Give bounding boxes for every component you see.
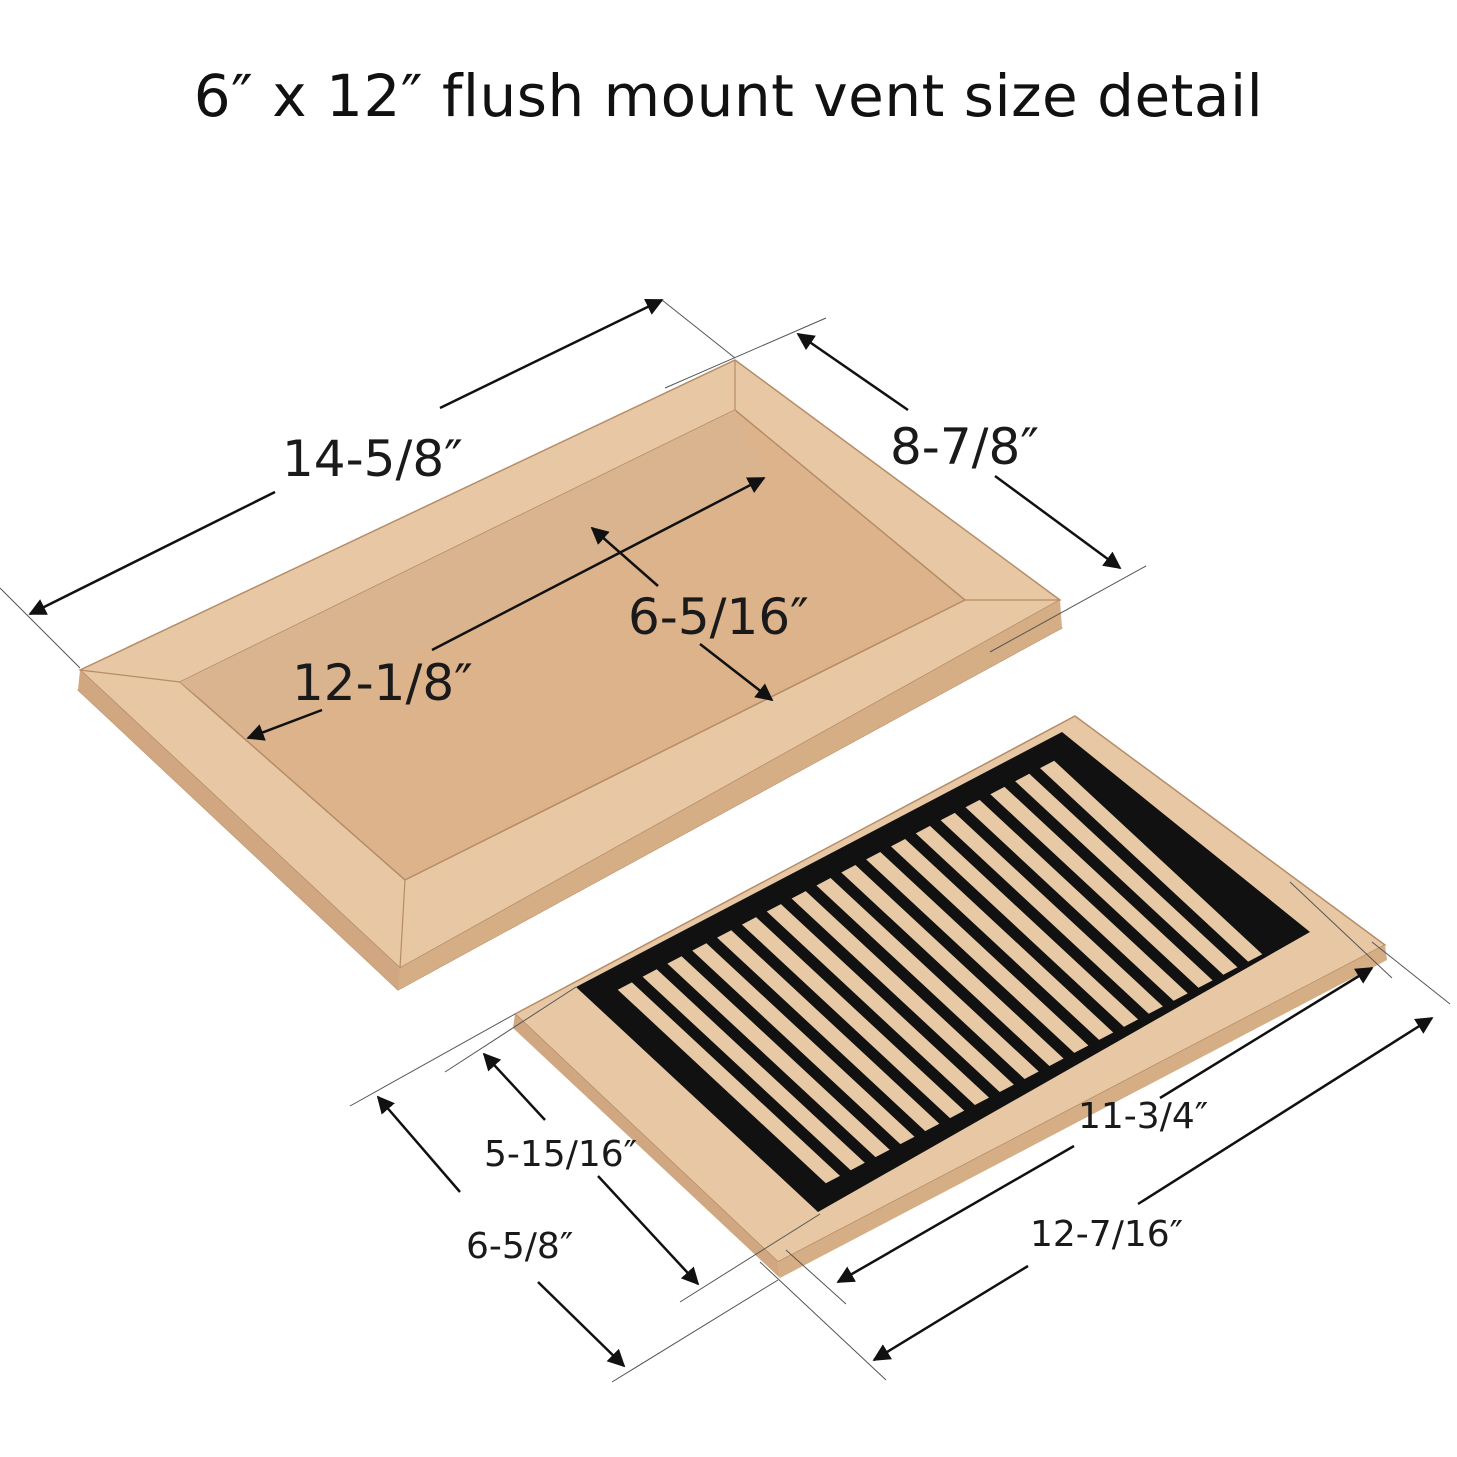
vent-slot xyxy=(816,878,1039,1079)
dimension-label-vent-top-width: 5-15/16″ xyxy=(484,1134,638,1175)
dimension-line-frame-inner-width xyxy=(699,643,774,702)
dimension-label-frame-inner-width: 6-5/16″ xyxy=(628,588,809,646)
extension-line xyxy=(349,1013,516,1107)
extension-line xyxy=(0,587,81,669)
frame-right-edge xyxy=(398,600,1062,990)
dimension-line-vent-bottom-length xyxy=(1137,1016,1434,1206)
dimension-line-frame-inner-width xyxy=(590,526,659,587)
dimension-line-vent-top-length xyxy=(836,1144,1075,1284)
dimension-line-frame-outer-width xyxy=(994,474,1122,570)
vent-slot xyxy=(890,838,1114,1040)
vent-slot xyxy=(617,982,840,1184)
dimension-label-vent-bottom-width: 6-5/8″ xyxy=(466,1226,574,1267)
dimension-line-vent-bottom-length xyxy=(872,1264,1029,1362)
dimension-line-frame-inner-length xyxy=(246,708,323,741)
dimension-line-vent-bottom-width xyxy=(537,1281,626,1368)
vent-slot xyxy=(990,786,1213,988)
dimension-label-frame-inner-length: 12-1/8″ xyxy=(292,654,473,712)
vent-slot xyxy=(717,930,940,1132)
vent-slot xyxy=(965,799,1188,1001)
extension-line xyxy=(664,317,827,389)
extension-line xyxy=(785,1249,847,1305)
dimension-label-frame-outer-width: 8-7/8″ xyxy=(890,418,1039,476)
vent-base-front-edge xyxy=(513,1014,780,1278)
dimension-label-vent-top-length: 11-3/4″ xyxy=(1078,1096,1209,1137)
extension-line xyxy=(661,299,736,359)
vent-slot xyxy=(791,891,1014,1093)
vent-slot xyxy=(1040,760,1263,962)
extension-line xyxy=(679,1213,821,1303)
frame-miter-line xyxy=(399,879,406,969)
vent-grille-plate xyxy=(576,732,1310,1212)
vent-slot xyxy=(667,956,890,1158)
extension-line xyxy=(759,1261,887,1381)
frame-front-edge xyxy=(78,670,400,990)
vent-slot xyxy=(841,865,1064,1066)
dimension-line-frame-outer-width xyxy=(796,332,909,412)
dimension-line-frame-inner-length xyxy=(431,476,766,652)
vent-slot xyxy=(1015,773,1238,975)
vent-slot xyxy=(692,943,915,1145)
vent-slot xyxy=(642,969,865,1171)
frame-inner-bevel xyxy=(180,410,765,740)
vent-base-right-edge xyxy=(778,945,1387,1278)
dimension-line-vent-top-width xyxy=(597,1175,700,1286)
frame-miter-line xyxy=(79,669,181,683)
dimension-label-vent-bottom-length: 12-7/16″ xyxy=(1030,1214,1184,1255)
dimension-label-frame-outer-length: 14-5/8″ xyxy=(282,430,463,488)
dimension-line-frame-outer-length xyxy=(439,298,664,410)
page-title: 6″ x 12″ flush mount vent size detail xyxy=(193,62,1264,130)
extension-line xyxy=(444,986,577,1073)
extension-line xyxy=(989,565,1147,653)
vent-slot xyxy=(741,917,965,1119)
vent-frame xyxy=(77,359,1063,991)
vent-slot xyxy=(866,851,1089,1053)
vent-slot xyxy=(766,904,990,1106)
extension-line xyxy=(1371,941,1451,1005)
vent-slot xyxy=(915,825,1139,1027)
dimension-line-vent-top-length xyxy=(1159,966,1374,1100)
vent-register xyxy=(513,715,1387,1278)
dimension-line-vent-top-width xyxy=(482,1052,546,1121)
extension-line xyxy=(611,1279,779,1383)
dimension-line-frame-outer-length xyxy=(28,490,276,616)
dimension-line-vent-bottom-width xyxy=(376,1095,461,1193)
dimension-lines xyxy=(0,298,1451,1383)
vent-grille-slots xyxy=(617,760,1263,1184)
extension-line xyxy=(1289,881,1393,979)
vent-slot xyxy=(940,812,1163,1014)
